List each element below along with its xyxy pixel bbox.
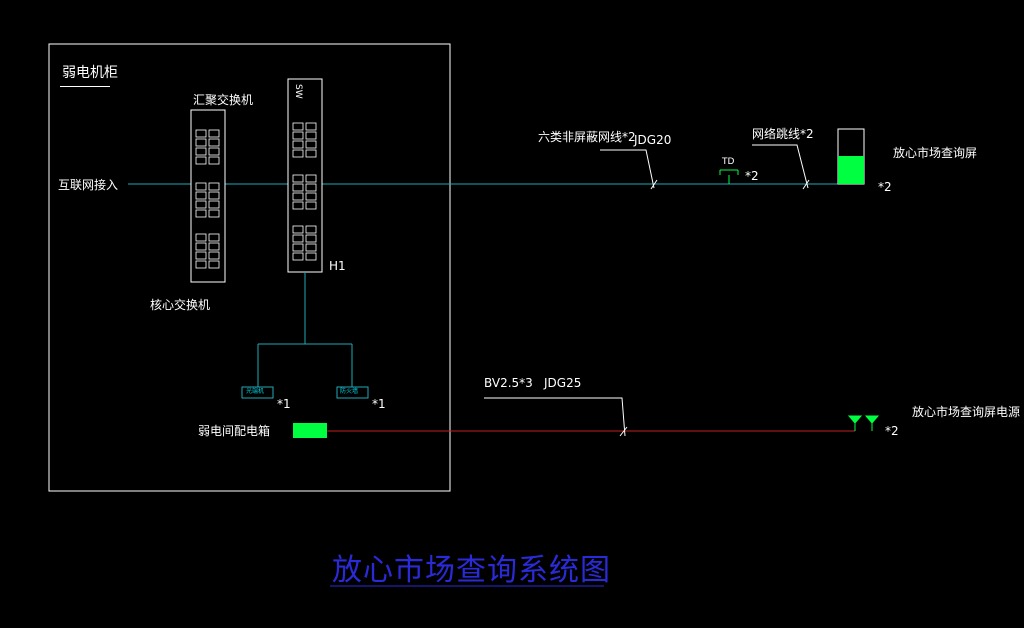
distribution-box-label: 弱电间配电箱 (198, 424, 271, 438)
switch-port (305, 122, 317, 131)
switch-port (208, 147, 220, 156)
branch-lines (257, 272, 353, 387)
switch-port (195, 191, 207, 200)
switch-port (305, 183, 317, 192)
core-switch-label: 核心交换机 (150, 298, 211, 312)
switch-port (292, 192, 304, 201)
switch-port (208, 182, 220, 191)
power-outlet-icon (847, 415, 880, 431)
switch-port (208, 129, 220, 138)
switch-port (195, 182, 207, 191)
switch-port (208, 209, 220, 218)
device2-multiplier-label: *1 (372, 397, 386, 411)
switch-port (305, 243, 317, 252)
switch-port (292, 174, 304, 183)
switch-port (195, 147, 207, 156)
conduit-jdg25-label: JDG25 (544, 376, 582, 390)
device-box-left (241, 386, 274, 399)
device-box-right (336, 386, 369, 399)
query-screen-label: 放心市场查询屏 (893, 146, 978, 160)
cabinet-frame (48, 43, 451, 492)
switch-port (195, 251, 207, 260)
cabinet-title: 弱电机柜 (62, 65, 118, 81)
distribution-box (293, 423, 327, 438)
power-multiplier-label: *2 (885, 424, 899, 438)
switch-port (208, 191, 220, 200)
switch-port (195, 260, 207, 269)
switch-port (208, 156, 220, 165)
td-outlet-icon (719, 169, 739, 184)
switch-port (292, 149, 304, 158)
device1-multiplier-label: *1 (277, 397, 291, 411)
screen-power-label: 放心市场查询屏电源 (912, 405, 1021, 419)
query-screen-fill (838, 156, 864, 184)
switch-port (305, 225, 317, 234)
switch-port (292, 252, 304, 261)
device2-label: 防火墙 (340, 388, 359, 395)
switch-port (292, 140, 304, 149)
switch-port (195, 129, 207, 138)
aggregation-switch-label: 汇聚交换机 (193, 93, 254, 107)
switch-port (305, 174, 317, 183)
switch-port (208, 260, 220, 269)
switch-port (292, 243, 304, 252)
switch-port (208, 251, 220, 260)
leader-lines (484, 144, 810, 437)
switch-port (195, 138, 207, 147)
switch-port (208, 233, 220, 242)
switch-port (195, 233, 207, 242)
switch-port (292, 122, 304, 131)
bv-cable-label: BV2.5*3 (484, 376, 533, 390)
switch-port (208, 138, 220, 147)
switch-port (305, 140, 317, 149)
conduit-jdg20-label: JDG20 (634, 133, 672, 147)
switch-port (195, 200, 207, 209)
switch-port (208, 242, 220, 251)
switch-port (305, 192, 317, 201)
sw-switch-ports (292, 122, 317, 261)
td-multiplier-label: *2 (745, 169, 759, 183)
switch-port (305, 149, 317, 158)
switch-port (195, 209, 207, 218)
h1-label: H1 (329, 259, 346, 273)
diagram-title: 放心市场查询系统图 (332, 553, 611, 588)
aggregation-switch-ports (195, 129, 220, 269)
cabinet-title-underline (60, 86, 110, 87)
switch-port (305, 201, 317, 210)
switch-port (305, 252, 317, 261)
device1-label: 光端机 (246, 388, 265, 395)
patch-cable-label: 网络跳线*2 (752, 127, 814, 141)
switch-port (195, 242, 207, 251)
td-label: TD (722, 157, 735, 167)
switch-port (305, 234, 317, 243)
switch-port (292, 131, 304, 140)
network-cable-label: 六类非屏蔽网线*2 (538, 130, 636, 144)
switch-port (195, 156, 207, 165)
switch-port (208, 200, 220, 209)
screen-multiplier-label: *2 (878, 180, 892, 194)
internet-access-label: 互联网接入 (58, 178, 119, 192)
switch-port (292, 201, 304, 210)
switch-port (292, 183, 304, 192)
switch-port (305, 131, 317, 140)
switch-port (292, 225, 304, 234)
sw-label: SW (293, 84, 303, 99)
switch-port (292, 234, 304, 243)
